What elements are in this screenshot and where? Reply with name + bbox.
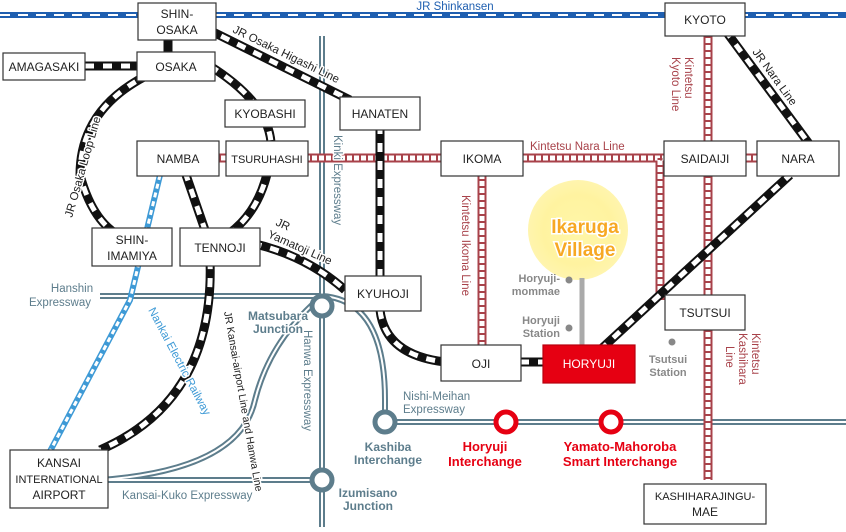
tsutsui-station-label-1: Tsutsui — [649, 354, 687, 366]
hanwa-expressway-label: Hanwa Expressway — [301, 330, 313, 431]
horyuji-station-dot — [565, 324, 573, 332]
station-namba[interactable]: NAMBA — [136, 140, 220, 177]
horyuji-station-label-1: Horyuji — [522, 315, 560, 327]
station-kansai-airport-label-3: AIRPORT — [32, 488, 86, 502]
ikaruga-village-area — [528, 180, 628, 280]
izumisano-junction-marker[interactable] — [309, 467, 335, 493]
station-tsutsui[interactable]: TSUTSUI — [664, 294, 746, 331]
station-amagasaki[interactable]: AMAGASAKI — [2, 52, 86, 81]
station-tennoji[interactable]: TENNOJI — [179, 227, 261, 267]
horyuji-interchange-marker[interactable] — [493, 409, 519, 435]
kashiba-label-2: Interchange — [354, 453, 422, 467]
nishi-meihan-label-2: Expressway — [403, 404, 465, 416]
station-kansai-airport-label-2: INTERNATIONAL — [15, 474, 102, 486]
station-kansai-airport-label-1: KANSAI — [37, 456, 81, 470]
station-ikoma[interactable]: IKOMA — [440, 140, 524, 177]
kintetsu-nara-label: Kintetsu Nara Line — [530, 141, 625, 153]
station-shin-osaka-label-2: OSAKA — [156, 23, 197, 37]
station-nara[interactable]: NARA — [756, 140, 840, 177]
station-oji-label: OJI — [472, 357, 491, 371]
kashiba-interchange-marker[interactable] — [372, 409, 398, 435]
tsutsui-station-label-2: Station — [649, 367, 687, 379]
station-kyobashi-label: KYOBASHI — [234, 107, 295, 121]
station-nara-label: NARA — [781, 152, 814, 166]
station-saidaiji-label: SAIDAIJI — [681, 152, 730, 166]
station-tsuruhashi-label: TSURUHASHI — [231, 154, 303, 166]
station-saidaiji[interactable]: SAIDAIJI — [663, 140, 747, 177]
station-shin-imamiya-label-2: IMAMIYA — [107, 249, 157, 263]
kintetsu-kashihara-label-2: Kashihara — [736, 333, 748, 385]
station-tsuruhashi[interactable]: TSURUHASHI — [225, 140, 309, 177]
kashiba-label-1: Kashiba — [365, 440, 412, 454]
ikaruga-label-1: Ikaruga — [551, 217, 619, 238]
kinki-expressway-label: Kinki Expressway — [331, 135, 343, 225]
station-hanaten-label: HANATEN — [352, 107, 408, 121]
yamato-mahoroba-interchange-marker[interactable] — [598, 409, 624, 435]
kintetsu-kyoto-label-1: Kintetsu — [682, 57, 694, 99]
station-hanaten[interactable]: HANATEN — [339, 96, 421, 131]
horyuji-mommae-label-2: mommae — [512, 286, 560, 298]
station-shin-imamiya[interactable]: SHIN- IMAMIYA — [91, 227, 173, 267]
station-osaka[interactable]: OSAKA — [136, 51, 216, 82]
station-tsutsui-label: TSUTSUI — [679, 306, 730, 320]
station-kyobashi[interactable]: KYOBASHI — [224, 99, 306, 128]
station-shin-osaka[interactable]: SHIN- OSAKA — [137, 2, 217, 41]
osaka-loop-label: JR Osaka Loop Line — [63, 115, 103, 218]
horyuji-mommae-dot — [565, 276, 573, 284]
station-kansai-airport[interactable]: KANSAI INTERNATIONAL AIRPORT — [9, 449, 109, 509]
yamato-label-2: Smart Interchange — [563, 454, 677, 469]
station-kashiharajingu-mae[interactable]: KASHIHARAJINGU- MAE — [643, 483, 767, 525]
horyuji-ic-label-2: Interchange — [448, 454, 522, 469]
station-amagasaki-label: AMAGASAKI — [9, 60, 80, 74]
nankai-line — [45, 174, 163, 457]
kansai-kuko-label: Kansai-Kuko Expressway — [122, 490, 253, 502]
station-namba-label: NAMBA — [157, 152, 200, 166]
station-shin-imamiya-label-1: SHIN- — [116, 233, 149, 247]
izumisano-label-2: Junction — [343, 499, 393, 513]
nishi-meihan-label-1: Nishi-Meihan — [403, 391, 470, 403]
matsubara-label-1: Matsubara — [248, 309, 308, 323]
station-kashiharajingu-label-1: KASHIHARAJINGU- — [655, 491, 756, 503]
station-kyuhoji-label: KYUHOJI — [357, 287, 409, 301]
station-horyuji[interactable]: HORYUJI — [542, 344, 636, 384]
matsubara-junction-marker[interactable] — [309, 293, 335, 319]
izumisano-label-1: Izumisano — [339, 486, 398, 500]
hanshin-label-2: Expressway — [29, 297, 91, 309]
station-ikoma-label: IKOMA — [463, 152, 502, 166]
yamato-label-1: Yamato-Mahoroba — [564, 439, 677, 454]
station-kyoto-label: KYOTO — [684, 13, 726, 27]
kintetsu-kashihara-label-1: Kintetsu — [749, 333, 761, 375]
tsutsui-station-dot — [668, 338, 676, 346]
horyuji-station-label-2: Station — [523, 328, 561, 340]
station-shin-osaka-label-1: SHIN- — [161, 7, 194, 21]
matsubara-label-2: Junction — [253, 322, 303, 336]
station-kyuhoji[interactable]: KYUHOJI — [344, 275, 422, 312]
kintetsu-kyoto-label-2: Kyoto Line — [669, 57, 681, 111]
station-oji[interactable]: OJI — [440, 344, 522, 382]
station-kashiharajingu-label-2: MAE — [692, 505, 718, 519]
station-horyuji-label: HORYUJI — [563, 357, 615, 371]
ikaruga-label-2: Village — [555, 240, 616, 261]
station-osaka-label: OSAKA — [155, 60, 196, 74]
horyuji-ic-label-1: Horyuji — [463, 439, 508, 454]
station-tennoji-label: TENNOJI — [194, 241, 245, 255]
shinkansen-label: JR Shinkansen — [416, 1, 493, 13]
jr-kansai-airport-label: JR Kansai-airport Line and Hanwa Line — [221, 310, 265, 492]
hanshin-label-1: Hanshin — [51, 283, 93, 295]
station-kyoto[interactable]: KYOTO — [664, 2, 746, 37]
kintetsu-kashihara-label-3: Line — [723, 346, 735, 368]
kintetsu-ikoma-label: Kintetsu Ikoma Line — [459, 195, 471, 296]
horyuji-mommae-label-1: Horyuji- — [518, 273, 560, 285]
